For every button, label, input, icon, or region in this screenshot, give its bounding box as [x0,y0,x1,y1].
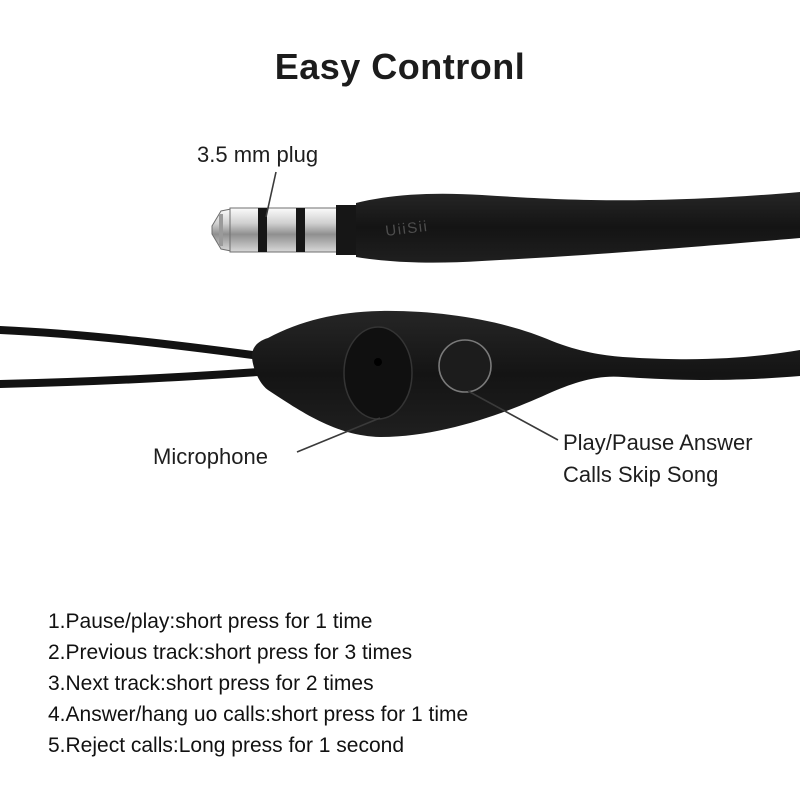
plug-band [296,208,305,252]
plug-overmold [356,192,800,263]
plug-tip-groove [219,214,223,246]
plug-collar [336,205,358,255]
page-title: Easy Contronl [274,46,526,87]
wire-bottom [0,368,262,388]
wire-top [0,326,264,360]
button-label: Play/Pause Answer Calls Skip Song [563,427,753,491]
plug-label: 3.5 mm plug [197,142,319,167]
instruction-item: 5.Reject calls:Long press for 1 second [48,734,405,757]
play-pause-button [438,339,492,393]
plug-band [258,208,267,252]
instruction-item: 4.Answer/hang uo calls:short press for 1… [48,703,469,726]
leader-plug [265,171,277,218]
remote-illustration [0,310,800,437]
leader-microphone [296,417,381,453]
instruction-item: 1.Pause/play:short press for 1 time [48,610,373,633]
instruction-item: 2.Previous track:short press for 3 times [48,641,413,664]
brand-text: UiiSii [384,218,429,240]
microphone-hole [343,326,413,420]
plug-illustration: UiiSii [211,192,800,263]
instruction-list: 1.Pause/play:short press for 1 time 2.Pr… [48,606,748,761]
button-label-line1: Play/Pause Answer [563,430,753,455]
microphone-dot [374,358,382,366]
instruction-item: 3.Next track:short press for 2 times [48,672,374,695]
remote-body [252,310,800,437]
microphone-label: Microphone [153,444,268,469]
button-label-line2: Calls Skip Song [563,462,719,487]
leader-button [467,390,559,441]
